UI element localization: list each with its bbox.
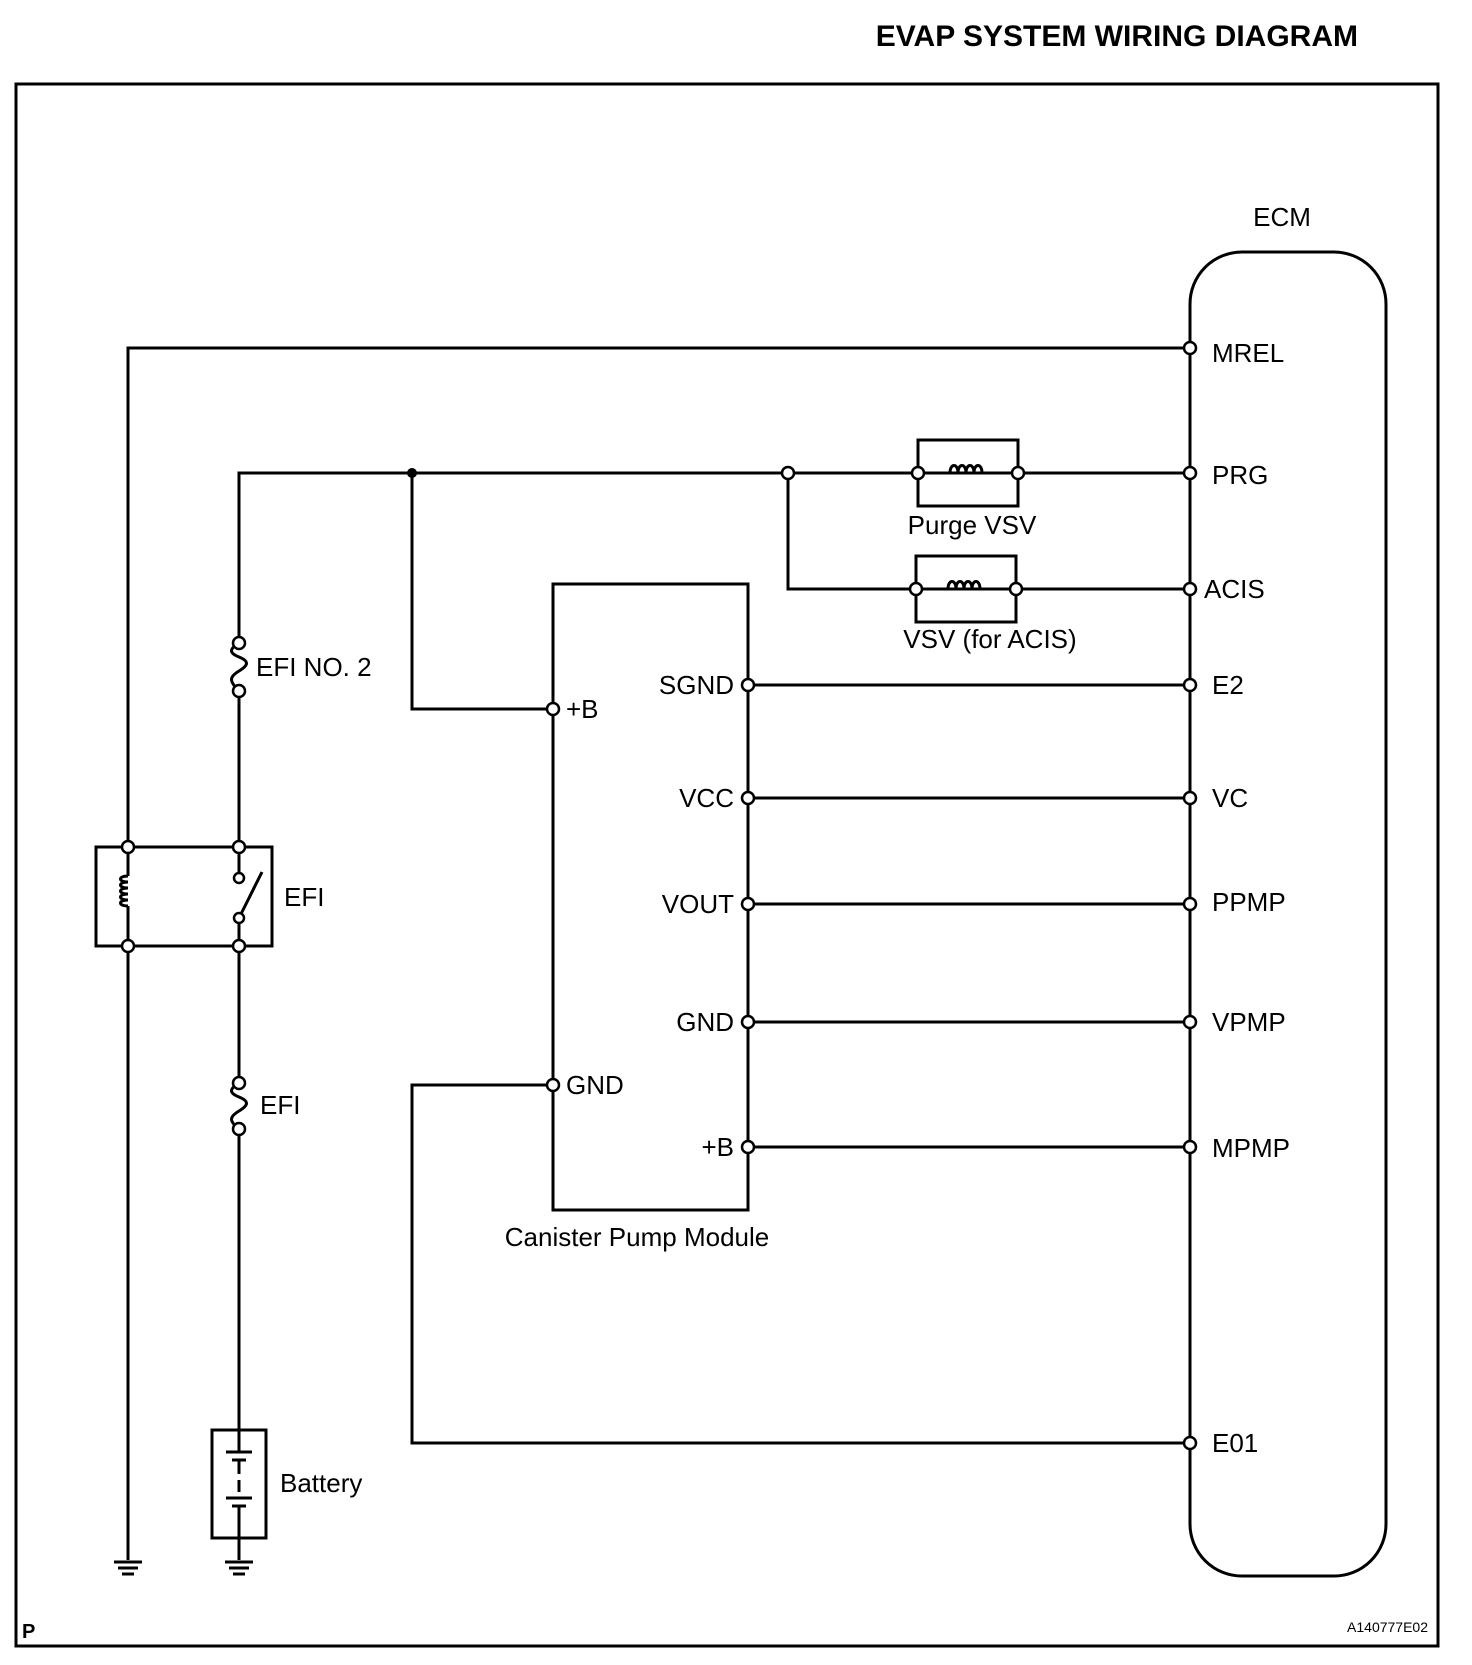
canister-pump-module-label: Canister Pump Module xyxy=(505,1222,769,1252)
vsv-acis-label: VSV (for ACIS) xyxy=(903,624,1076,654)
terminal xyxy=(908,581,924,597)
fuse-efi: EFI xyxy=(230,1081,300,1131)
terminal xyxy=(1182,677,1198,693)
diagram-frame xyxy=(14,82,1440,1648)
terminal xyxy=(1182,790,1198,806)
ecm-terminal-e01: E01 xyxy=(1212,1428,1258,1458)
terminal xyxy=(120,938,136,954)
fuse-efi-no2-label: EFI NO. 2 xyxy=(256,652,372,682)
terminal xyxy=(1008,581,1024,597)
fuse-icon xyxy=(230,1081,248,1131)
terminal xyxy=(1182,340,1198,356)
ecm-terminal-prg: PRG xyxy=(1212,460,1268,490)
terminal xyxy=(740,1139,756,1155)
terminal xyxy=(231,839,247,855)
ecm-terminal-e2: E2 xyxy=(1212,670,1244,700)
pump-terminal-sgnd: SGND xyxy=(659,670,734,700)
pump-terminal-plus-b-left: +B xyxy=(566,694,599,724)
wire-power-bus xyxy=(237,471,918,643)
ground-icon xyxy=(225,1560,253,1576)
pump-terminal-gnd-left: GND xyxy=(566,1070,624,1100)
wire-pump-gnd-e01 xyxy=(410,1083,1190,1445)
terminal xyxy=(545,1077,561,1093)
solenoid-coil-icon xyxy=(948,464,984,474)
ground-icon xyxy=(114,1560,142,1576)
ecm-terminal-mpmp: MPMP xyxy=(1212,1133,1290,1163)
vsv-acis: VSV (for ACIS) xyxy=(903,554,1077,654)
terminal xyxy=(231,1075,247,1091)
solenoid-coil-icon xyxy=(946,580,982,590)
terminal xyxy=(1182,1435,1198,1451)
ecm-terminal-vpmp: VPMP xyxy=(1212,1007,1286,1037)
ecm-terminal-acis: ACIS xyxy=(1204,574,1265,604)
ecm-label: ECM xyxy=(1253,202,1311,232)
terminal xyxy=(780,465,796,481)
fuse-efi-label: EFI xyxy=(260,1090,300,1120)
terminal xyxy=(1182,896,1198,912)
terminal xyxy=(910,465,926,481)
ecm-block xyxy=(1188,250,1388,1578)
battery: Battery xyxy=(210,1428,362,1540)
terminal xyxy=(740,896,756,912)
fuse-efi-no2: EFI NO. 2 xyxy=(230,641,372,693)
relay-switch-icon xyxy=(237,871,264,919)
pump-terminal-vout: VOUT xyxy=(662,889,734,919)
pump-terminal-plus-b-right: +B xyxy=(701,1132,734,1162)
junction-dot xyxy=(407,468,417,478)
terminal xyxy=(1182,581,1198,597)
terminal xyxy=(1182,465,1198,481)
terminal xyxy=(231,683,247,699)
pump-terminal-gnd-right: GND xyxy=(676,1007,734,1037)
relay-efi: EFI xyxy=(94,845,324,948)
battery-label: Battery xyxy=(280,1468,362,1498)
relay-efi-label: EFI xyxy=(284,882,324,912)
purge-vsv-label: Purge VSV xyxy=(908,510,1037,540)
purge-vsv: Purge VSV xyxy=(908,438,1037,540)
canister-pump-module: +B GND SGND VCC VOUT GND +B Canister Pum… xyxy=(505,582,769,1252)
terminals xyxy=(120,340,1198,1451)
ecm-terminal-vc: VC xyxy=(1212,783,1248,813)
fuse-icon xyxy=(230,641,248,693)
figure-code: A140777E02 xyxy=(1347,1619,1428,1635)
terminal xyxy=(120,839,136,855)
terminal xyxy=(740,677,756,693)
terminal xyxy=(231,1121,247,1137)
terminal xyxy=(545,701,561,717)
wire-pump-plus-b xyxy=(410,473,553,711)
terminal xyxy=(1010,465,1026,481)
wire-acis-branch xyxy=(786,473,916,591)
diagram-title: EVAP SYSTEM WIRING DIAGRAM xyxy=(876,20,1358,53)
relay-coil-icon xyxy=(119,874,129,908)
terminal xyxy=(1182,1139,1198,1155)
terminal xyxy=(740,790,756,806)
ecm-terminal-ppmp: PPMP xyxy=(1212,887,1286,917)
terminal xyxy=(1182,1014,1198,1030)
wire-mrel xyxy=(126,346,1190,847)
pump-terminal-vcc: VCC xyxy=(679,783,734,813)
corner-letter: P xyxy=(22,1621,35,1643)
ecm-terminal-mrel: MREL xyxy=(1212,338,1284,368)
battery-icon xyxy=(226,1430,252,1538)
terminal xyxy=(231,938,247,954)
wires xyxy=(126,346,1190,1560)
terminal xyxy=(231,635,247,651)
terminal xyxy=(740,1014,756,1030)
